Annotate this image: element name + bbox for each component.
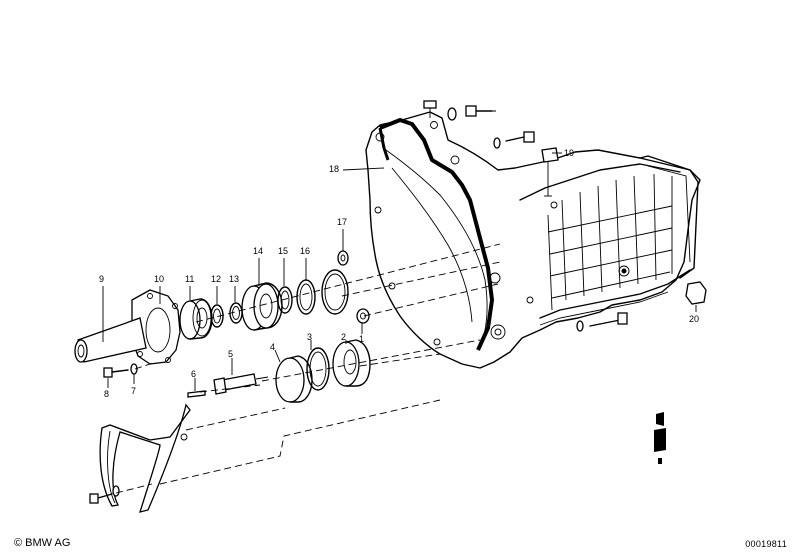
cover-bolt[interactable] xyxy=(89,485,120,504)
small-seal-ring[interactable] xyxy=(337,250,349,266)
breather-plug[interactable] xyxy=(541,147,559,197)
pan-bolt[interactable] xyxy=(576,312,628,332)
nut[interactable] xyxy=(356,308,370,324)
callout-15: 15 xyxy=(278,246,288,256)
next-page-fragment xyxy=(654,412,666,464)
callout-19: 19 xyxy=(564,148,574,158)
diagram-id: 00019811 xyxy=(745,539,787,549)
alignment-lines xyxy=(115,110,501,494)
callout-1: 1 xyxy=(359,334,364,344)
callout-8: 8 xyxy=(104,389,109,399)
pin-6[interactable] xyxy=(187,390,206,398)
brand-name: BMW AG xyxy=(25,537,71,549)
drain-plug[interactable] xyxy=(685,281,707,305)
ring-12[interactable] xyxy=(210,304,224,328)
callout-17: 17 xyxy=(337,217,347,227)
callout-11: 11 xyxy=(185,274,194,284)
transmission-housing[interactable] xyxy=(365,111,701,369)
dust-cap[interactable] xyxy=(275,355,313,403)
callout-labels: 1 2 3 4 5 6 7 8 9 10 11 12 13 14 15 16 1… xyxy=(99,148,699,399)
callout-16: 16 xyxy=(300,246,310,256)
callout-7: 7 xyxy=(131,386,136,396)
copyright-notice: © BMW AG xyxy=(14,537,70,549)
snap-ring-16[interactable] xyxy=(321,269,349,315)
callout-2: 2 xyxy=(341,332,346,342)
pivot-stud[interactable] xyxy=(213,373,269,395)
callout-12: 12 xyxy=(211,274,221,284)
cover-guard[interactable] xyxy=(99,403,191,513)
snap-ring-3[interactable] xyxy=(306,347,330,391)
callout-3: 3 xyxy=(307,332,312,342)
guide-sleeve[interactable] xyxy=(74,289,181,365)
copyright-symbol: © xyxy=(14,537,23,549)
housing-top-bolts[interactable] xyxy=(423,100,535,149)
callout-20: 20 xyxy=(689,314,699,324)
ring-15b[interactable] xyxy=(296,279,316,315)
callout-5: 5 xyxy=(228,349,233,359)
callout-4: 4 xyxy=(270,342,275,352)
ball-bearing[interactable] xyxy=(241,282,283,331)
ring-15[interactable] xyxy=(277,286,293,314)
callout-6: 6 xyxy=(191,369,196,379)
callout-14: 14 xyxy=(253,246,263,256)
callout-10: 10 xyxy=(154,274,164,284)
callout-9: 9 xyxy=(99,274,104,284)
bolt-8[interactable] xyxy=(103,367,129,378)
callout-13: 13 xyxy=(229,274,239,284)
callout-18: 18 xyxy=(329,164,339,174)
leader-lines xyxy=(102,152,697,391)
shaft-seal[interactable] xyxy=(332,339,371,387)
